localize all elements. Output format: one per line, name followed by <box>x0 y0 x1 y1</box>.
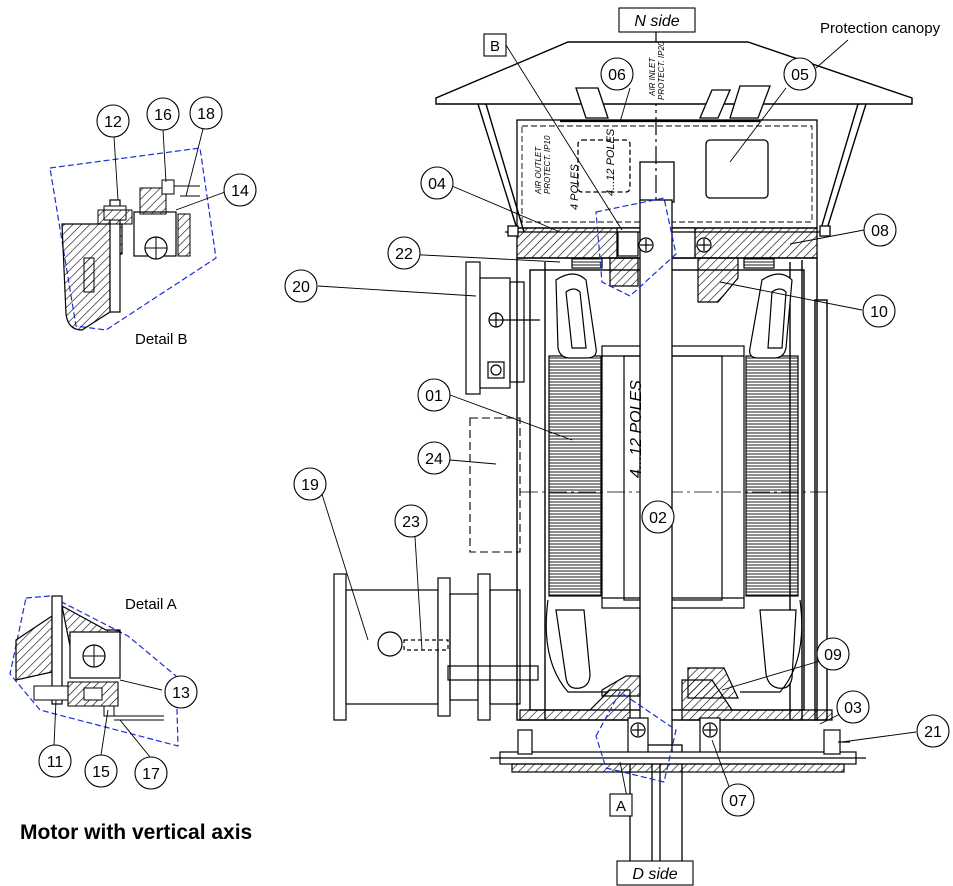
callout-02: 02 <box>641 500 675 534</box>
callout-01: 01 <box>417 378 451 412</box>
callout-17-label: 17 <box>142 766 160 783</box>
callout-19: 19 <box>293 467 327 501</box>
callout-23-label: 23 <box>402 514 420 531</box>
callout-14-label: 14 <box>231 183 249 200</box>
air-outlet-label: AIR OUTLET <box>534 146 543 195</box>
air-inlet-protect-label: PROTECT. IP20 <box>657 41 666 100</box>
detail-b-boundary <box>595 197 677 297</box>
callout-20-label: 20 <box>292 279 310 296</box>
callout-09-label: 09 <box>824 647 842 664</box>
callout-13: 13 <box>164 675 198 709</box>
callout-10: 10 <box>862 294 896 328</box>
callout-06: 06 <box>600 57 634 91</box>
detail-ref-b-label: B <box>490 38 500 55</box>
callout-07: 07 <box>721 783 755 817</box>
detail-ref-b: B <box>483 33 507 57</box>
callouts: 01 02 03 04 05 06 07 08 09 10 11 12 13 1… <box>38 57 950 817</box>
callout-09: 09 <box>816 637 850 671</box>
callout-22: 22 <box>387 236 421 270</box>
callout-14: 14 <box>223 173 257 207</box>
callout-08-label: 08 <box>871 223 889 240</box>
d-side-label-box: D side <box>616 860 694 886</box>
callout-11: 11 <box>38 744 72 778</box>
callout-07-label: 07 <box>729 793 747 810</box>
callout-05: 05 <box>783 57 817 91</box>
callout-11-label: 11 <box>47 754 64 771</box>
n-side-label-box: N side <box>618 7 696 33</box>
detail-a-label: Detail A <box>125 596 177 613</box>
callout-22-label: 22 <box>395 246 413 263</box>
terminal-box-24 <box>469 417 521 553</box>
callout-21-label: 21 <box>924 724 942 741</box>
terminal-box-19 <box>333 573 539 721</box>
detail-ref-a: A <box>609 793 633 817</box>
poles-4-label: 4 POLES <box>569 163 581 210</box>
callout-01-label: 01 <box>425 388 443 405</box>
detail-b-label: Detail B <box>135 331 188 348</box>
air-inlet-label: AIR INLET <box>648 57 657 97</box>
callout-08: 08 <box>863 213 897 247</box>
poles-4-12-rotor-label: 4...12 POLES <box>628 380 645 478</box>
protection-canopy-label: Protection canopy <box>820 20 941 37</box>
callout-17: 17 <box>134 756 168 790</box>
callout-16: 16 <box>146 97 180 131</box>
callout-04: 04 <box>420 166 454 200</box>
callout-21: 21 <box>916 714 950 748</box>
callout-15: 15 <box>84 754 118 788</box>
protection-canopy <box>435 41 913 233</box>
lower-bearing <box>490 667 866 773</box>
n-side-label: N side <box>634 13 679 30</box>
callout-23: 23 <box>394 504 428 538</box>
callout-05-label: 05 <box>791 67 809 84</box>
callout-18-label: 18 <box>197 106 215 123</box>
callout-12-label: 12 <box>104 114 122 131</box>
detail-a-inset <box>9 595 179 747</box>
callout-10-label: 10 <box>870 304 888 321</box>
callout-24: 24 <box>417 441 451 475</box>
callout-20: 20 <box>284 269 318 303</box>
detail-a-boundary <box>595 691 677 783</box>
page-title: Motor with vertical axis <box>20 821 252 844</box>
terminal-box-20 <box>465 261 540 395</box>
upper-bearing <box>571 231 775 303</box>
callout-06-label: 06 <box>608 67 626 84</box>
detail-ref-a-label: A <box>616 798 626 815</box>
air-outlet-protect-label: PROTECT. IP10 <box>543 135 552 194</box>
d-side-label: D side <box>632 866 677 883</box>
stator-core <box>545 273 803 693</box>
rotor <box>520 345 830 609</box>
callout-12: 12 <box>96 104 130 138</box>
callout-24-label: 24 <box>425 451 443 468</box>
callout-04-label: 04 <box>428 176 446 193</box>
callout-03-label: 03 <box>844 700 862 717</box>
callout-16-label: 16 <box>154 107 172 124</box>
callout-02-label: 02 <box>649 510 667 527</box>
detail-b-inset <box>49 147 217 331</box>
callout-18: 18 <box>189 96 223 130</box>
callout-13-label: 13 <box>172 685 190 702</box>
callout-15-label: 15 <box>92 764 110 781</box>
callout-19-label: 19 <box>301 477 319 494</box>
callout-03: 03 <box>836 690 870 724</box>
poles-4-12-top-label: 4...12 POLES <box>605 128 617 196</box>
